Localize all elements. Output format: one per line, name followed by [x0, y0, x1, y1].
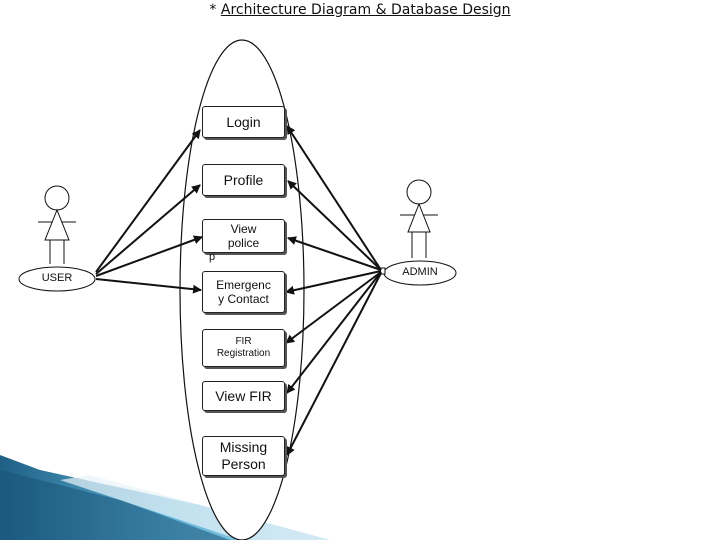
user-to-profile-arrow — [95, 184, 201, 275]
use-case-profile: Profile — [202, 164, 285, 196]
page-title: * Architecture Diagram & Database Design — [209, 2, 511, 18]
admin-label: ADMIN — [402, 266, 438, 278]
admin-to-view-fir-arrow — [286, 271, 382, 394]
admin-to-view-police-arrow — [287, 236, 382, 271]
use-case-view-fir: View FIR — [202, 381, 285, 411]
admin-to-fir-registration-arrow — [285, 271, 382, 344]
user-actor — [38, 185, 76, 264]
admin-associations — [285, 125, 382, 456]
user-to-view-police-arrow — [95, 235, 203, 277]
user-label: USER — [41, 272, 73, 284]
admin-to-profile-arrow — [287, 180, 382, 271]
use-case-login: Login — [202, 106, 285, 138]
user-to-login-arrow — [95, 129, 201, 273]
user-oval — [18, 266, 96, 292]
use-case-emergency-contact: Emergenc y Contact — [202, 271, 285, 313]
user-associations — [95, 129, 203, 294]
admin-to-missing-person-arrow — [286, 272, 382, 456]
admin-to-login-arrow — [286, 125, 382, 271]
use-case-view-police: View police — [202, 219, 285, 253]
admin-actor — [400, 179, 438, 258]
stray-p-label: p — [209, 251, 216, 263]
user-to-emergency-arrow — [95, 278, 202, 294]
use-case-fir-registration: FIR Registration — [202, 329, 285, 367]
use-case-missing-person: Missing Person — [202, 436, 285, 476]
admin-to-emergency-arrow — [285, 270, 382, 295]
